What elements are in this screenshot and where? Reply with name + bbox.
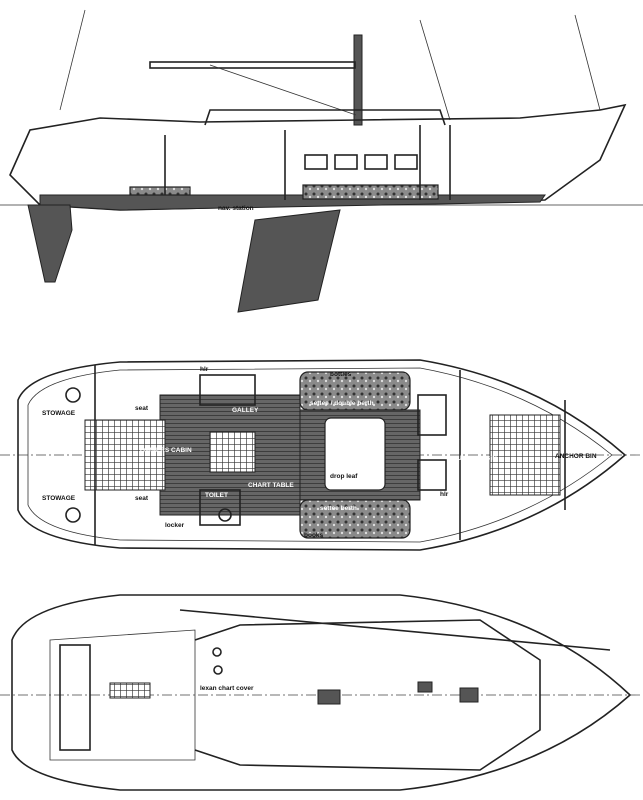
label-bottles: bottles bbox=[330, 371, 352, 378]
label-toilet: TOILET bbox=[205, 492, 228, 499]
label-seat-upper: seat bbox=[135, 405, 149, 412]
deck-hatch-3 bbox=[459, 687, 479, 703]
deck-hatch-2 bbox=[417, 681, 433, 693]
profile-view: nav. station bbox=[0, 9, 643, 313]
galley-counter bbox=[199, 374, 256, 406]
label-hlr-upper: hlr bbox=[200, 366, 209, 373]
label-settee-lower: settee berth bbox=[320, 505, 357, 512]
label-hlr-lower: hlr bbox=[440, 491, 449, 498]
deck-plan: lexan chart cover bbox=[0, 594, 643, 791]
label-stowage-port: STOWAGE bbox=[42, 410, 76, 417]
boom bbox=[149, 61, 356, 69]
label-seat-lower: seat bbox=[135, 495, 149, 502]
genoa-track bbox=[179, 609, 611, 651]
profile-label: nav. station bbox=[218, 205, 254, 212]
settee-profile bbox=[302, 184, 439, 200]
label-chart-cover: lexan chart cover bbox=[200, 685, 254, 692]
label-anchor-bin: ANCHOR BIN bbox=[555, 453, 597, 460]
hull-outline-plan bbox=[17, 359, 627, 551]
forestay bbox=[574, 14, 601, 111]
keel bbox=[237, 209, 341, 313]
label-settee-upper: settee / double berth bbox=[310, 400, 374, 407]
label-books: books bbox=[304, 532, 324, 539]
accommodation-plan: STOWAGE STOWAGE OWNERS CABIN GALLEY CHAR… bbox=[0, 359, 643, 551]
saloon-table bbox=[324, 417, 386, 491]
label-locker: locker bbox=[165, 522, 185, 529]
settee-upper bbox=[299, 371, 411, 411]
guest-berth bbox=[489, 414, 561, 496]
hull-outline-deck bbox=[11, 594, 632, 791]
coachroof-deck bbox=[194, 619, 541, 771]
portlights bbox=[304, 154, 418, 170]
toilet-compartment bbox=[199, 489, 241, 526]
owners-berth bbox=[84, 419, 166, 491]
label-owners-cabin: OWNERS CABIN bbox=[140, 447, 192, 454]
cockpit bbox=[49, 629, 196, 761]
rudder bbox=[27, 204, 73, 283]
label-drop-leaf: drop leaf bbox=[330, 473, 358, 480]
settee-lower bbox=[299, 499, 411, 539]
deck-hatch-1 bbox=[317, 689, 341, 705]
label-stowage-starboard: STOWAGE bbox=[42, 495, 76, 502]
cockpit-grating bbox=[109, 682, 151, 699]
label-chart-table: CHART TABLE bbox=[248, 482, 294, 489]
label-guest-cabin: GUEST CABIN bbox=[452, 455, 497, 462]
backstay bbox=[59, 9, 86, 111]
coachroof bbox=[204, 109, 446, 126]
mast bbox=[353, 34, 363, 126]
label-galley: GALLEY bbox=[232, 407, 259, 414]
